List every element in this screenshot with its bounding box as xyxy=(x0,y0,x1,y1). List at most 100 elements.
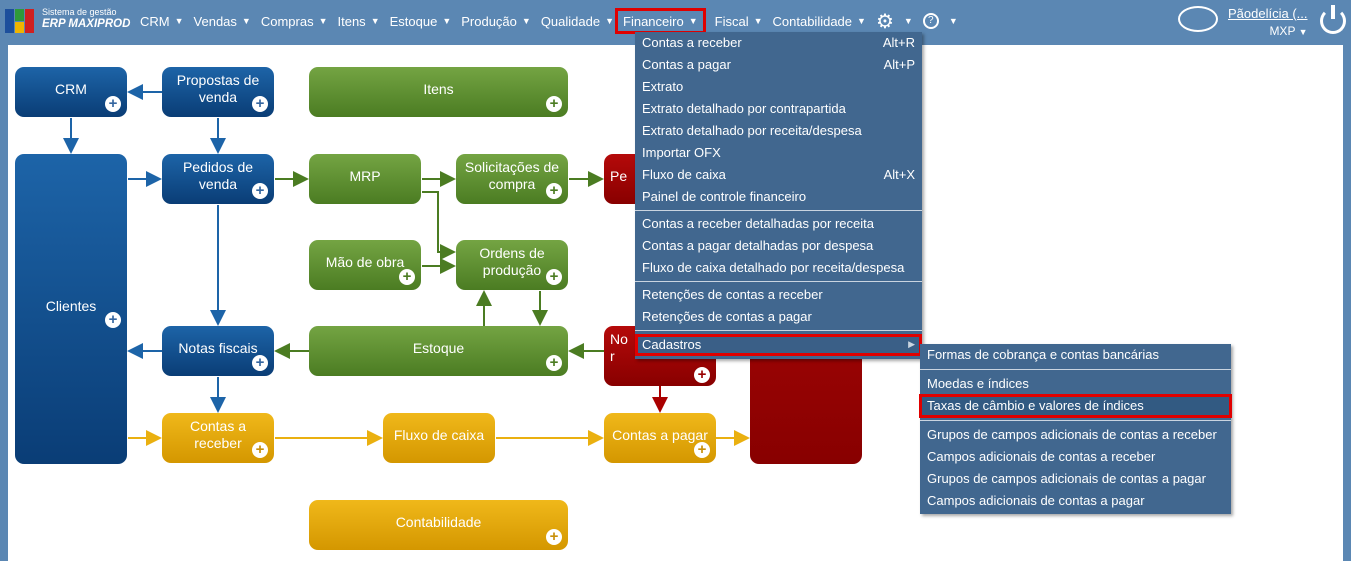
nav-label: Financeiro xyxy=(623,13,684,29)
plus-icon[interactable]: + xyxy=(546,183,562,199)
nav-help[interactable]: ?▼ xyxy=(922,11,958,31)
submenu-item-grupos-campos-pagar[interactable]: Grupos de campos adicionais de contas a … xyxy=(920,468,1231,490)
menu-label: Formas de cobrança e contas bancárias xyxy=(927,347,1159,362)
nav-vendas[interactable]: Vendas▼ xyxy=(194,11,251,31)
nav-compras[interactable]: Compras▼ xyxy=(261,11,328,31)
plus-icon[interactable]: + xyxy=(105,312,121,328)
menu-label: Extrato detalhado por contrapartida xyxy=(642,101,846,116)
menu-item-cadastros[interactable]: Cadastros▶ xyxy=(635,334,922,356)
box-itens[interactable]: Itens+ xyxy=(309,67,568,117)
box-solicitacoes-compra[interactable]: Solicitações de compra+ xyxy=(456,154,568,204)
nav-qualidade[interactable]: Qualidade▼ xyxy=(541,11,614,31)
menu-shortcut: Alt+X xyxy=(883,167,915,182)
nav-crm[interactable]: CRM▼ xyxy=(140,11,184,31)
box-contabilidade[interactable]: Contabilidade+ xyxy=(309,500,568,550)
nav-financeiro[interactable]: Financeiro ▼ xyxy=(615,8,706,34)
plus-icon[interactable]: + xyxy=(252,442,268,458)
box-label: Pedidos de venda xyxy=(182,159,254,192)
box-estoque[interactable]: Estoque+ xyxy=(309,326,568,376)
box-mrp[interactable]: MRP xyxy=(309,154,421,204)
company-link[interactable]: Pãodelícia (... xyxy=(1228,6,1308,21)
nav-estoque[interactable]: Estoque▼ xyxy=(390,11,452,31)
submenu-item-formas-cobranca[interactable]: Formas de cobrança e contas bancárias xyxy=(920,344,1231,366)
logo-icon[interactable] xyxy=(5,7,35,35)
menu-item-importar-ofx[interactable]: Importar OFX xyxy=(635,142,922,164)
box-mao-de-obra[interactable]: Mão de obra+ xyxy=(309,240,421,290)
caret-down-icon: ▼ xyxy=(688,16,698,26)
menu-item-painel-controle[interactable]: Painel de controle financeiro xyxy=(635,186,922,208)
nav-settings[interactable]: ⚙▼ xyxy=(876,11,913,33)
menu-label: Contas a pagar xyxy=(642,57,731,72)
plus-icon[interactable]: + xyxy=(252,355,268,371)
box-label: Propostas de venda xyxy=(176,72,260,105)
box-label: Contas a receber xyxy=(189,418,247,451)
menu-label: Campos adicionais de contas a pagar xyxy=(927,493,1145,508)
nav-producao[interactable]: Produção▼ xyxy=(461,11,531,31)
menu-shortcut: Alt+P xyxy=(883,57,915,72)
box-ordens-producao[interactable]: Ordens de produção+ xyxy=(456,240,568,290)
nav-label: Compras xyxy=(260,13,314,29)
submenu-item-taxas-cambio[interactable]: Taxas de câmbio e valores de índices xyxy=(919,394,1232,418)
menu-item-retencoes-pagar[interactable]: Retenções de contas a pagar xyxy=(635,306,922,328)
plus-icon[interactable]: + xyxy=(546,269,562,285)
menu-label: Grupos de campos adicionais de contas a … xyxy=(927,427,1217,442)
box-notas-fiscais[interactable]: Notas fiscais+ xyxy=(162,326,274,376)
plus-icon[interactable]: + xyxy=(694,367,710,383)
menu-item-extrato-receita-despesa[interactable]: Extrato detalhado por receita/despesa xyxy=(635,120,922,142)
menu-label: Painel de controle financeiro xyxy=(642,189,807,204)
box-pedidos-venda[interactable]: Pedidos de venda+ xyxy=(162,154,274,204)
plus-icon[interactable]: + xyxy=(694,442,710,458)
chat-icon[interactable] xyxy=(1178,6,1218,32)
plus-icon[interactable]: + xyxy=(252,183,268,199)
box-propostas-venda[interactable]: Propostas de venda+ xyxy=(162,67,274,117)
submenu-item-campos-pagar[interactable]: Campos adicionais de contas a pagar xyxy=(920,490,1231,512)
submenu-item-grupos-campos-receber[interactable]: Grupos de campos adicionais de contas a … xyxy=(920,424,1231,446)
menu-item-retencoes-receber[interactable]: Retenções de contas a receber xyxy=(635,284,922,306)
menu-separator xyxy=(635,330,922,331)
menu-label: Taxas de câmbio e valores de índices xyxy=(927,398,1144,413)
nav-contabilidade[interactable]: Contabilidade▼ xyxy=(773,11,866,31)
nav-fiscal[interactable]: Fiscal▼ xyxy=(715,11,763,31)
user-menu[interactable]: Pãodelícia (... MXP ▼ xyxy=(1228,6,1308,38)
caret-down-icon: ▼ xyxy=(857,16,866,26)
power-icon[interactable] xyxy=(1320,5,1346,34)
submenu-item-campos-receber[interactable]: Campos adicionais de contas a receber xyxy=(920,446,1231,468)
box-label: Notas fiscais xyxy=(178,339,258,356)
plus-icon[interactable]: + xyxy=(546,355,562,371)
plus-icon[interactable]: + xyxy=(105,96,121,112)
menu-item-receber-detalhadas[interactable]: Contas a receber detalhadas por receita xyxy=(635,213,922,235)
menu-item-extrato[interactable]: Extrato xyxy=(635,76,922,98)
box-label: Contas a pagar xyxy=(612,426,708,443)
caret-down-icon: ▼ xyxy=(948,16,958,26)
help-icon: ? xyxy=(922,13,939,29)
caret-down-icon: ▼ xyxy=(370,16,380,26)
main-nav: CRM▼ Vendas▼ Compras▼ Itens▼ Estoque▼ Pr… xyxy=(140,8,968,34)
plus-icon[interactable]: + xyxy=(399,269,415,285)
menu-item-contas-pagar[interactable]: Contas a pagar Alt+P xyxy=(635,54,922,76)
box-crm[interactable]: CRM+ xyxy=(15,67,127,117)
menu-item-extrato-contrapartida[interactable]: Extrato detalhado por contrapartida xyxy=(635,98,922,120)
plus-icon[interactable]: + xyxy=(546,529,562,545)
box-label: Clientes xyxy=(45,297,97,314)
menu-label: Extrato xyxy=(642,79,684,94)
menu-item-fluxo-detalhado[interactable]: Fluxo de caixa detalhado por receita/des… xyxy=(635,257,922,279)
caret-down-icon: ▼ xyxy=(521,16,531,26)
nav-itens[interactable]: Itens▼ xyxy=(338,11,380,31)
box-label: MRP xyxy=(349,167,381,184)
box-contas-pagar[interactable]: Contas a pagar+ xyxy=(604,413,716,463)
org-selector[interactable]: MXP ▼ xyxy=(1228,24,1307,38)
submenu-item-moedas-indices[interactable]: Moedas e índices xyxy=(920,373,1231,395)
box-label: Pe xyxy=(610,167,628,184)
box-fluxo-caixa[interactable]: Fluxo de caixa xyxy=(383,413,495,463)
plus-icon[interactable]: + xyxy=(546,96,562,112)
box-contas-receber[interactable]: Contas a receber + xyxy=(162,413,274,463)
plus-icon[interactable]: + xyxy=(252,96,268,112)
menu-label: Moedas e índices xyxy=(927,376,1029,391)
box-clientes[interactable]: Clientes + xyxy=(15,154,127,464)
caret-down-icon: ▼ xyxy=(753,16,763,26)
menu-label: Extrato detalhado por receita/despesa xyxy=(642,123,862,138)
menu-item-pagar-detalhadas[interactable]: Contas a pagar detalhadas por despesa xyxy=(635,235,922,257)
